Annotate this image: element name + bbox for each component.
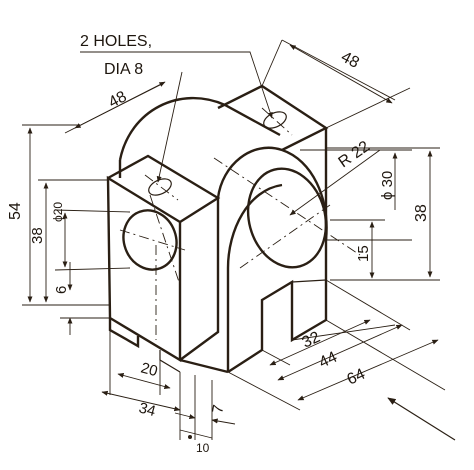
- note-line-1: 2 HOLES,: [80, 33, 152, 50]
- dimension-lines: [22, 39, 456, 441]
- dim-len-44: 44: [317, 349, 340, 372]
- dim-hole-dia-20: ϕ20: [51, 202, 65, 222]
- dim-len-64: 64: [345, 366, 368, 389]
- dim-slot-20: 20: [139, 359, 160, 380]
- dim-len-32: 32: [300, 329, 323, 352]
- dim-overall-height: 54: [7, 202, 24, 220]
- center-lines: [119, 107, 361, 340]
- dim-width-34: 34: [137, 399, 158, 420]
- dim-offset-10: 10: [196, 441, 210, 455]
- note-line-2: DIA 8: [104, 61, 143, 78]
- dim-gap-7: 7: [209, 404, 227, 415]
- dim-height-15: 15: [355, 245, 372, 262]
- dim-dia-30: ϕ 30: [379, 171, 396, 200]
- dim-height-38-right: 38: [413, 204, 430, 222]
- dim-top-depth: 48: [338, 49, 362, 72]
- holes: [122, 111, 328, 271]
- dim-base-6: 6: [53, 286, 70, 294]
- dim-top-width: 48: [106, 88, 130, 111]
- dim-radius-22: R 22: [336, 138, 374, 171]
- object-outline: [106, 84, 329, 374]
- dim-height-38-left: 38: [29, 227, 46, 244]
